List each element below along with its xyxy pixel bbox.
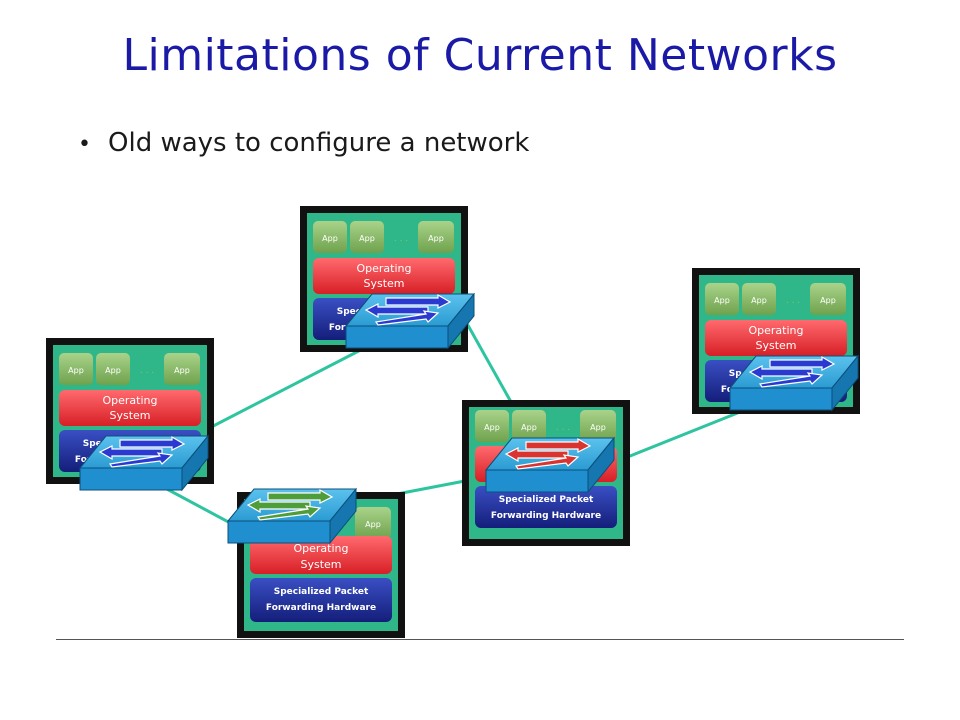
- os-layer: [250, 536, 392, 574]
- app-box: [164, 353, 200, 385]
- os-layer: [705, 320, 847, 356]
- svg-text:. . .: . . .: [394, 234, 408, 244]
- bullet-text: Old ways to configure a network: [108, 128, 530, 158]
- app-box: [512, 410, 546, 442]
- svg-text:App: App: [359, 234, 375, 243]
- svg-text:App: App: [105, 366, 121, 375]
- app-box: [355, 507, 391, 539]
- footer-divider: [56, 639, 904, 640]
- svg-text:Specialized Packet: Specialized Packet: [274, 587, 369, 597]
- svg-text:App: App: [322, 234, 338, 243]
- svg-text:System: System: [109, 409, 150, 422]
- svg-text:Operating: Operating: [749, 324, 804, 337]
- app-box: [59, 353, 93, 385]
- os-layer: [313, 258, 455, 294]
- bullet-item: • Old ways to configure a network: [78, 128, 529, 158]
- svg-text:Forwarding Hardware: Forwarding Hardware: [491, 511, 601, 521]
- svg-text:System: System: [300, 558, 341, 571]
- svg-text:System: System: [755, 339, 796, 352]
- app-box: [350, 221, 384, 253]
- app-box: [96, 353, 130, 385]
- app-box: [705, 283, 739, 315]
- app-box: [742, 283, 776, 315]
- svg-text:App: App: [820, 296, 836, 305]
- switch-icon: [728, 354, 860, 412]
- app-box: [475, 410, 509, 442]
- svg-text:App: App: [590, 423, 606, 432]
- links: [164, 319, 741, 542]
- svg-text:App: App: [484, 423, 500, 432]
- switch-icon: [78, 434, 210, 492]
- app-box: [418, 221, 454, 253]
- switch-icon: [344, 292, 476, 350]
- os-layer: [59, 390, 201, 426]
- svg-text:App: App: [751, 296, 767, 305]
- svg-text:Specialized Packet: Specialized Packet: [499, 495, 594, 505]
- app-box: [313, 221, 347, 253]
- svg-text:. . .: . . .: [786, 296, 800, 306]
- svg-text:Operating: Operating: [294, 542, 349, 555]
- svg-text:App: App: [174, 366, 190, 375]
- svg-text:App: App: [521, 423, 537, 432]
- switch-icon: [226, 487, 358, 545]
- switch-icon: [484, 436, 616, 494]
- svg-text:App: App: [365, 520, 381, 529]
- svg-text:. . .: . . .: [140, 366, 154, 376]
- svg-text:App: App: [714, 296, 730, 305]
- svg-text:Operating: Operating: [357, 262, 412, 275]
- slide-title: Limitations of Current Networks: [122, 30, 838, 81]
- app-box: [810, 283, 846, 315]
- bullet-dot-icon: •: [78, 132, 91, 157]
- svg-text:App: App: [428, 234, 444, 243]
- link-n4-n5: [619, 410, 741, 462]
- app-box: [580, 410, 616, 442]
- link-n1-n2: [189, 338, 381, 440]
- svg-text:App: App: [68, 366, 84, 375]
- svg-text:Forwarding Hardware: Forwarding Hardware: [266, 603, 376, 613]
- svg-text:Operating: Operating: [103, 394, 158, 407]
- hw-layer: [250, 578, 392, 622]
- hw-layer: [475, 486, 617, 528]
- svg-text:System: System: [363, 277, 404, 290]
- svg-text:. . .: . . .: [556, 423, 570, 433]
